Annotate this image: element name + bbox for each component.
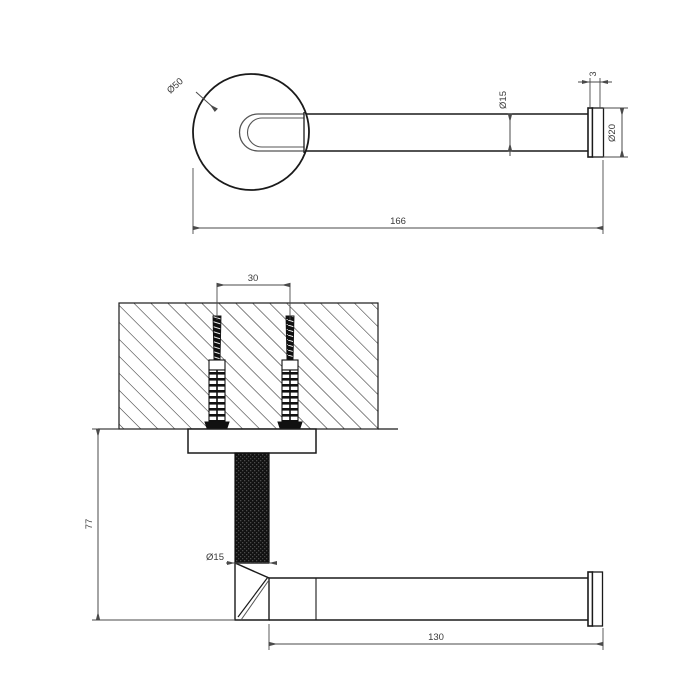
dim-label-post-diameter: Ø15	[206, 552, 224, 563]
tube-end-cap	[587, 107, 605, 158]
horizontal-arm	[269, 577, 588, 621]
dim-overall-length: 166	[192, 160, 604, 234]
dim-cap-thickness: 3	[578, 71, 612, 108]
dim-label-drop-height: 77	[84, 519, 95, 530]
dim-drop-height: 77	[84, 428, 235, 621]
arm-end-cap	[587, 571, 604, 627]
dim-label-arm-length: 130	[428, 632, 444, 643]
tube-body	[252, 113, 588, 152]
mounting-base-plate	[187, 428, 317, 454]
dim-screw-spacing: 30	[216, 273, 291, 320]
bottom-view-group: 30 77 Ø15 130	[84, 273, 604, 650]
flange-rosette	[192, 73, 310, 191]
dim-arm-length: 130	[268, 624, 604, 650]
dim-tube-diameter: Ø15	[498, 91, 513, 156]
dim-label-cap-thickness: 3	[588, 71, 598, 76]
vertical-post	[234, 452, 270, 564]
dim-post-diameter: Ø15	[206, 552, 277, 565]
dim-cap-diameter: Ø20	[603, 107, 628, 158]
dim-label-cap-diameter: Ø20	[607, 124, 618, 142]
wall-section	[98, 302, 398, 430]
dim-label-overall-length: 166	[390, 216, 406, 227]
dim-label-screw-spacing: 30	[248, 273, 259, 284]
dim-label-tube-diameter: Ø15	[498, 91, 509, 109]
wall-anchor-screw-left	[204, 315, 230, 432]
